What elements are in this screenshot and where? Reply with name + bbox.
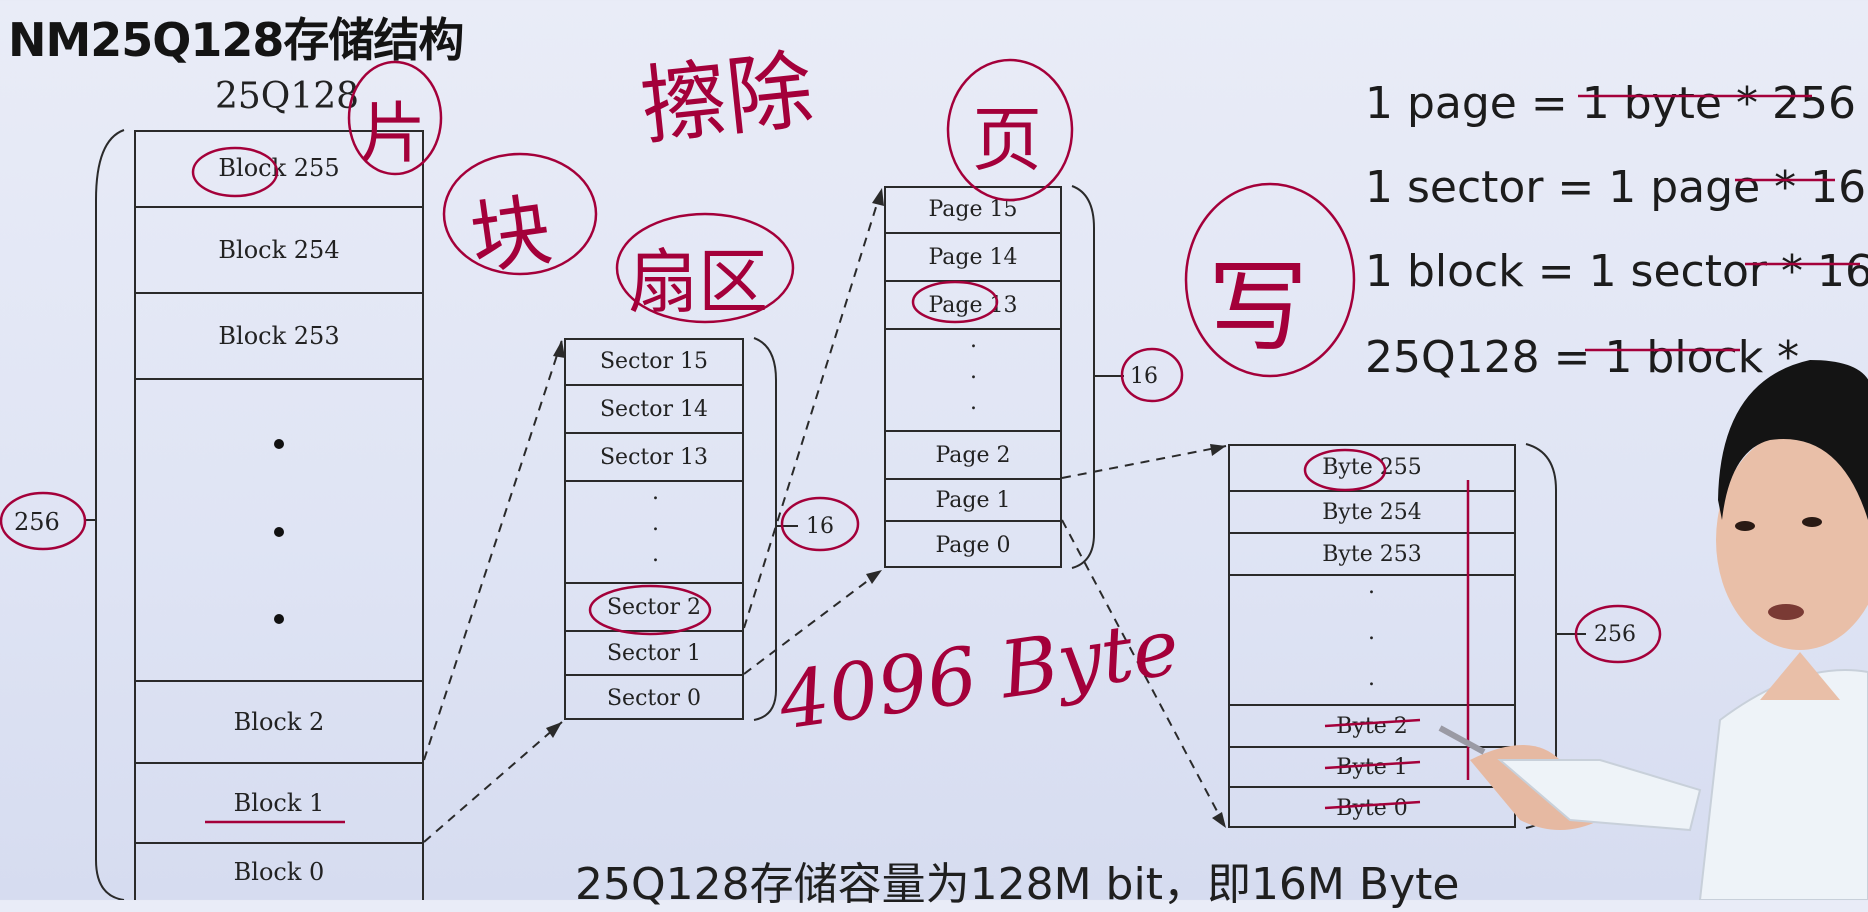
sector-15: Sector 15 bbox=[599, 348, 708, 374]
block-255: Block 255 bbox=[218, 154, 340, 182]
circle-block bbox=[442, 152, 598, 276]
circle-byte255 bbox=[1303, 448, 1387, 492]
block-to-sector-bottom bbox=[423, 721, 563, 843]
circle-write bbox=[1184, 182, 1356, 378]
page-gap bbox=[884, 328, 1062, 430]
circle-block255 bbox=[191, 146, 279, 198]
ellipsis-dot: . bbox=[1368, 574, 1375, 599]
sector-count: 16 bbox=[806, 514, 834, 539]
annotation-write: 写 bbox=[1208, 249, 1308, 366]
page-to-byte-bottom bbox=[1061, 519, 1227, 829]
byte-count: 256 bbox=[1594, 622, 1636, 647]
strike-byte1 bbox=[1324, 760, 1421, 770]
sector-1: Sector 1 bbox=[564, 630, 744, 674]
page-to-byte-top bbox=[1061, 445, 1227, 479]
ellipsis-dot bbox=[274, 439, 284, 449]
block-1: Block 1 bbox=[134, 762, 424, 842]
byte-gap bbox=[1228, 574, 1516, 704]
sector-13: Sector 13 bbox=[564, 432, 744, 480]
ellipsis-dot: . bbox=[652, 511, 659, 536]
circle-sector bbox=[615, 212, 795, 324]
sector-gap bbox=[564, 480, 744, 582]
strike-byte0 bbox=[1324, 800, 1421, 810]
sector-2: Sector 2 bbox=[564, 582, 744, 630]
ellipsis-dot: . bbox=[970, 359, 977, 384]
formula-sector: 1 sector = 1 page * 16 bbox=[1365, 162, 1867, 213]
block-count: 256 bbox=[14, 508, 60, 536]
block-0: Block 0 bbox=[134, 842, 424, 900]
annotation-block: 块 bbox=[464, 182, 557, 287]
circle-page13 bbox=[911, 280, 999, 324]
block-to-sector-top bbox=[423, 339, 563, 761]
circle-256-right bbox=[1574, 604, 1662, 664]
ellipsis-dot bbox=[274, 614, 284, 624]
sector-0: Sector 0 bbox=[564, 674, 744, 720]
byte-253: Byte 253 bbox=[1228, 532, 1516, 574]
page-2: Page 2 bbox=[884, 430, 1062, 478]
ellipsis-dot bbox=[274, 527, 284, 537]
circle-16-sector bbox=[780, 496, 860, 552]
page-14: Page 14 bbox=[884, 232, 1062, 280]
page-brace bbox=[1071, 185, 1095, 569]
circle-256-left bbox=[0, 491, 87, 551]
byte-0: Byte 0 bbox=[1228, 786, 1516, 828]
chip-label: 25Q128 bbox=[215, 76, 360, 117]
sector-14: Sector 14 bbox=[564, 384, 744, 432]
ellipsis-dot: . bbox=[1368, 666, 1375, 691]
circle-chip bbox=[347, 60, 443, 176]
byte-255: Byte 255 bbox=[1322, 454, 1422, 480]
annotation-erase: 擦除 bbox=[636, 40, 818, 158]
circle-page bbox=[946, 58, 1074, 202]
sector-to-page-top bbox=[743, 187, 883, 629]
circle-sector2 bbox=[588, 584, 712, 636]
presenter-figure bbox=[1438, 360, 1868, 900]
byte-2: Byte 2 bbox=[1228, 704, 1516, 746]
block-253: Block 253 bbox=[134, 292, 424, 378]
annotation-sector: 扇区 bbox=[628, 241, 768, 323]
annotation-chip: 片 bbox=[360, 95, 426, 172]
circle-16-page bbox=[1120, 347, 1184, 403]
block-2: Block 2 bbox=[134, 680, 424, 762]
page-0: Page 0 bbox=[884, 520, 1062, 568]
page-1: Page 1 bbox=[884, 478, 1062, 520]
block-gap bbox=[134, 378, 424, 680]
formula-chip: 25Q128 = 1 block * bbox=[1365, 332, 1800, 383]
ellipsis-dot: . bbox=[970, 390, 977, 415]
byte-column bbox=[1228, 444, 1516, 828]
block-254: Block 254 bbox=[134, 206, 424, 292]
formula-block: 1 block = 1 sector * 16 bbox=[1365, 246, 1868, 297]
strike-byte2 bbox=[1324, 718, 1421, 728]
sector-to-page-bottom bbox=[743, 569, 883, 675]
annotation-page: 页 bbox=[972, 99, 1042, 181]
ellipsis-dot: . bbox=[1368, 620, 1375, 645]
byte-254: Byte 254 bbox=[1228, 490, 1516, 532]
block-brace bbox=[95, 129, 125, 900]
page-count: 16 bbox=[1130, 364, 1158, 389]
formula-page: 1 page = 1 byte * 256 bbox=[1365, 78, 1856, 129]
ellipsis-dot: . bbox=[652, 542, 659, 567]
ellipsis-dot: . bbox=[970, 328, 977, 353]
block-column bbox=[134, 130, 424, 900]
sector-brace bbox=[753, 337, 777, 721]
slide-title: NM25Q128存储结构 bbox=[8, 13, 464, 67]
page-13: Page 13 bbox=[884, 280, 1062, 328]
sector-column bbox=[564, 338, 744, 720]
ellipsis-dot: . bbox=[652, 480, 659, 505]
